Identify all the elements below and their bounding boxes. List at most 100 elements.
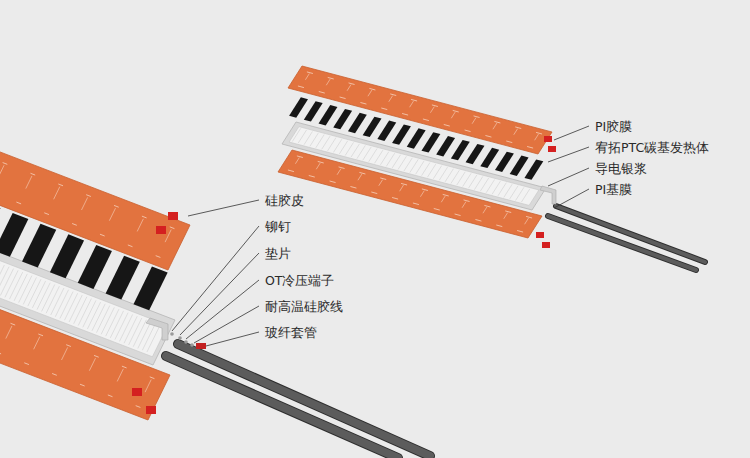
terminal-tab bbox=[132, 388, 142, 396]
film-mark bbox=[44, 213, 49, 215]
film-mark bbox=[451, 112, 455, 118]
film-mark bbox=[514, 129, 518, 135]
part-label: 宥拓PTC碳基发热体 bbox=[594, 140, 710, 155]
ptc-carbon-block bbox=[106, 256, 140, 300]
silver-trace bbox=[87, 302, 100, 329]
film-mark bbox=[392, 197, 398, 199]
film-mark bbox=[525, 218, 529, 224]
ptc-carbon-block bbox=[377, 121, 396, 141]
film-mark bbox=[455, 214, 461, 216]
silver-trace bbox=[64, 293, 77, 320]
silicone-wire bbox=[178, 344, 430, 456]
silver-trace bbox=[486, 180, 494, 193]
silver-trace bbox=[375, 150, 383, 163]
film-mark bbox=[145, 380, 151, 393]
leader-line bbox=[554, 126, 589, 140]
film-mark bbox=[295, 158, 299, 164]
film-mark bbox=[453, 110, 459, 112]
film-mark bbox=[381, 108, 387, 110]
film-mark bbox=[80, 384, 85, 386]
film-mark bbox=[410, 101, 414, 107]
film-mark bbox=[505, 211, 511, 213]
film-mark bbox=[350, 186, 356, 188]
film-mark bbox=[474, 116, 480, 118]
ptc-carbon-block bbox=[0, 213, 28, 257]
film-mark bbox=[117, 369, 123, 382]
silver-trace bbox=[416, 161, 424, 174]
silver-trace bbox=[427, 164, 435, 177]
film-mark bbox=[30, 173, 35, 175]
ptc-carbon-block bbox=[363, 117, 382, 137]
silver-trace bbox=[504, 184, 512, 197]
film-mark bbox=[444, 124, 450, 126]
terminal-tab bbox=[548, 146, 556, 152]
film-mark bbox=[423, 119, 429, 121]
silver-trace bbox=[5, 270, 18, 297]
film-mark bbox=[109, 208, 115, 221]
film-mark bbox=[16, 202, 21, 204]
film-mark bbox=[434, 208, 440, 210]
silicone-wire bbox=[548, 216, 696, 270]
film-mark bbox=[504, 213, 508, 219]
silver-trace bbox=[398, 156, 406, 169]
rivet-part bbox=[184, 340, 188, 344]
film-mark bbox=[328, 77, 334, 79]
terminal-tab bbox=[536, 232, 544, 238]
silver-trace bbox=[310, 133, 318, 146]
film-mark bbox=[54, 187, 60, 200]
ptc-carbon-block bbox=[289, 97, 308, 117]
silver-trace bbox=[404, 158, 412, 171]
film-mark bbox=[380, 178, 386, 180]
film-mark bbox=[349, 83, 355, 85]
silver-trace bbox=[445, 169, 453, 182]
film-mark bbox=[0, 165, 4, 178]
film-mark bbox=[389, 96, 393, 102]
leader-line bbox=[186, 280, 259, 339]
silver-trace bbox=[345, 142, 353, 155]
part-label: 耐高温硅胶线 bbox=[264, 299, 344, 314]
leader-line bbox=[194, 306, 259, 343]
film-mark bbox=[360, 102, 366, 104]
film-mark bbox=[58, 184, 63, 186]
film-mark bbox=[24, 363, 29, 365]
silver-trace bbox=[439, 167, 447, 180]
film-mark bbox=[330, 181, 336, 183]
terminal-tab bbox=[146, 406, 156, 414]
film-mark bbox=[358, 174, 362, 180]
leader-line bbox=[180, 253, 259, 335]
film-mark bbox=[52, 374, 57, 376]
silver-trace bbox=[422, 163, 430, 176]
film-mark bbox=[462, 202, 466, 208]
silver-trace bbox=[451, 170, 459, 183]
terminal-tab bbox=[156, 226, 166, 234]
leader-lines bbox=[172, 126, 589, 346]
film-mark bbox=[0, 352, 1, 354]
silver-trace bbox=[474, 176, 482, 189]
film-mark bbox=[305, 74, 309, 80]
silver-trace bbox=[14, 274, 27, 301]
silver-trace bbox=[292, 128, 300, 141]
film-mark bbox=[371, 192, 377, 194]
ptc-carbon-block bbox=[510, 156, 529, 176]
silver-trace bbox=[492, 181, 500, 194]
silver-trace bbox=[9, 272, 22, 299]
film-mark bbox=[66, 345, 71, 347]
film-mark bbox=[307, 72, 313, 74]
silicone-wire bbox=[556, 206, 705, 262]
part-label: 铆钉 bbox=[264, 219, 292, 234]
silver-trace bbox=[92, 304, 105, 331]
silver-trace bbox=[333, 139, 341, 152]
ptc-carbon-block bbox=[304, 101, 323, 121]
silver-trace bbox=[28, 279, 41, 306]
film-mark bbox=[526, 216, 532, 218]
silver-trace bbox=[106, 309, 119, 336]
silver-trace bbox=[392, 155, 400, 168]
silver-trace bbox=[115, 313, 128, 340]
film-mark bbox=[288, 170, 294, 172]
film-mark bbox=[108, 395, 113, 397]
silver-trace bbox=[498, 183, 506, 196]
ptc-carbon-block bbox=[466, 144, 485, 164]
silicone-wire bbox=[548, 216, 696, 270]
silicone-wire bbox=[166, 356, 398, 458]
